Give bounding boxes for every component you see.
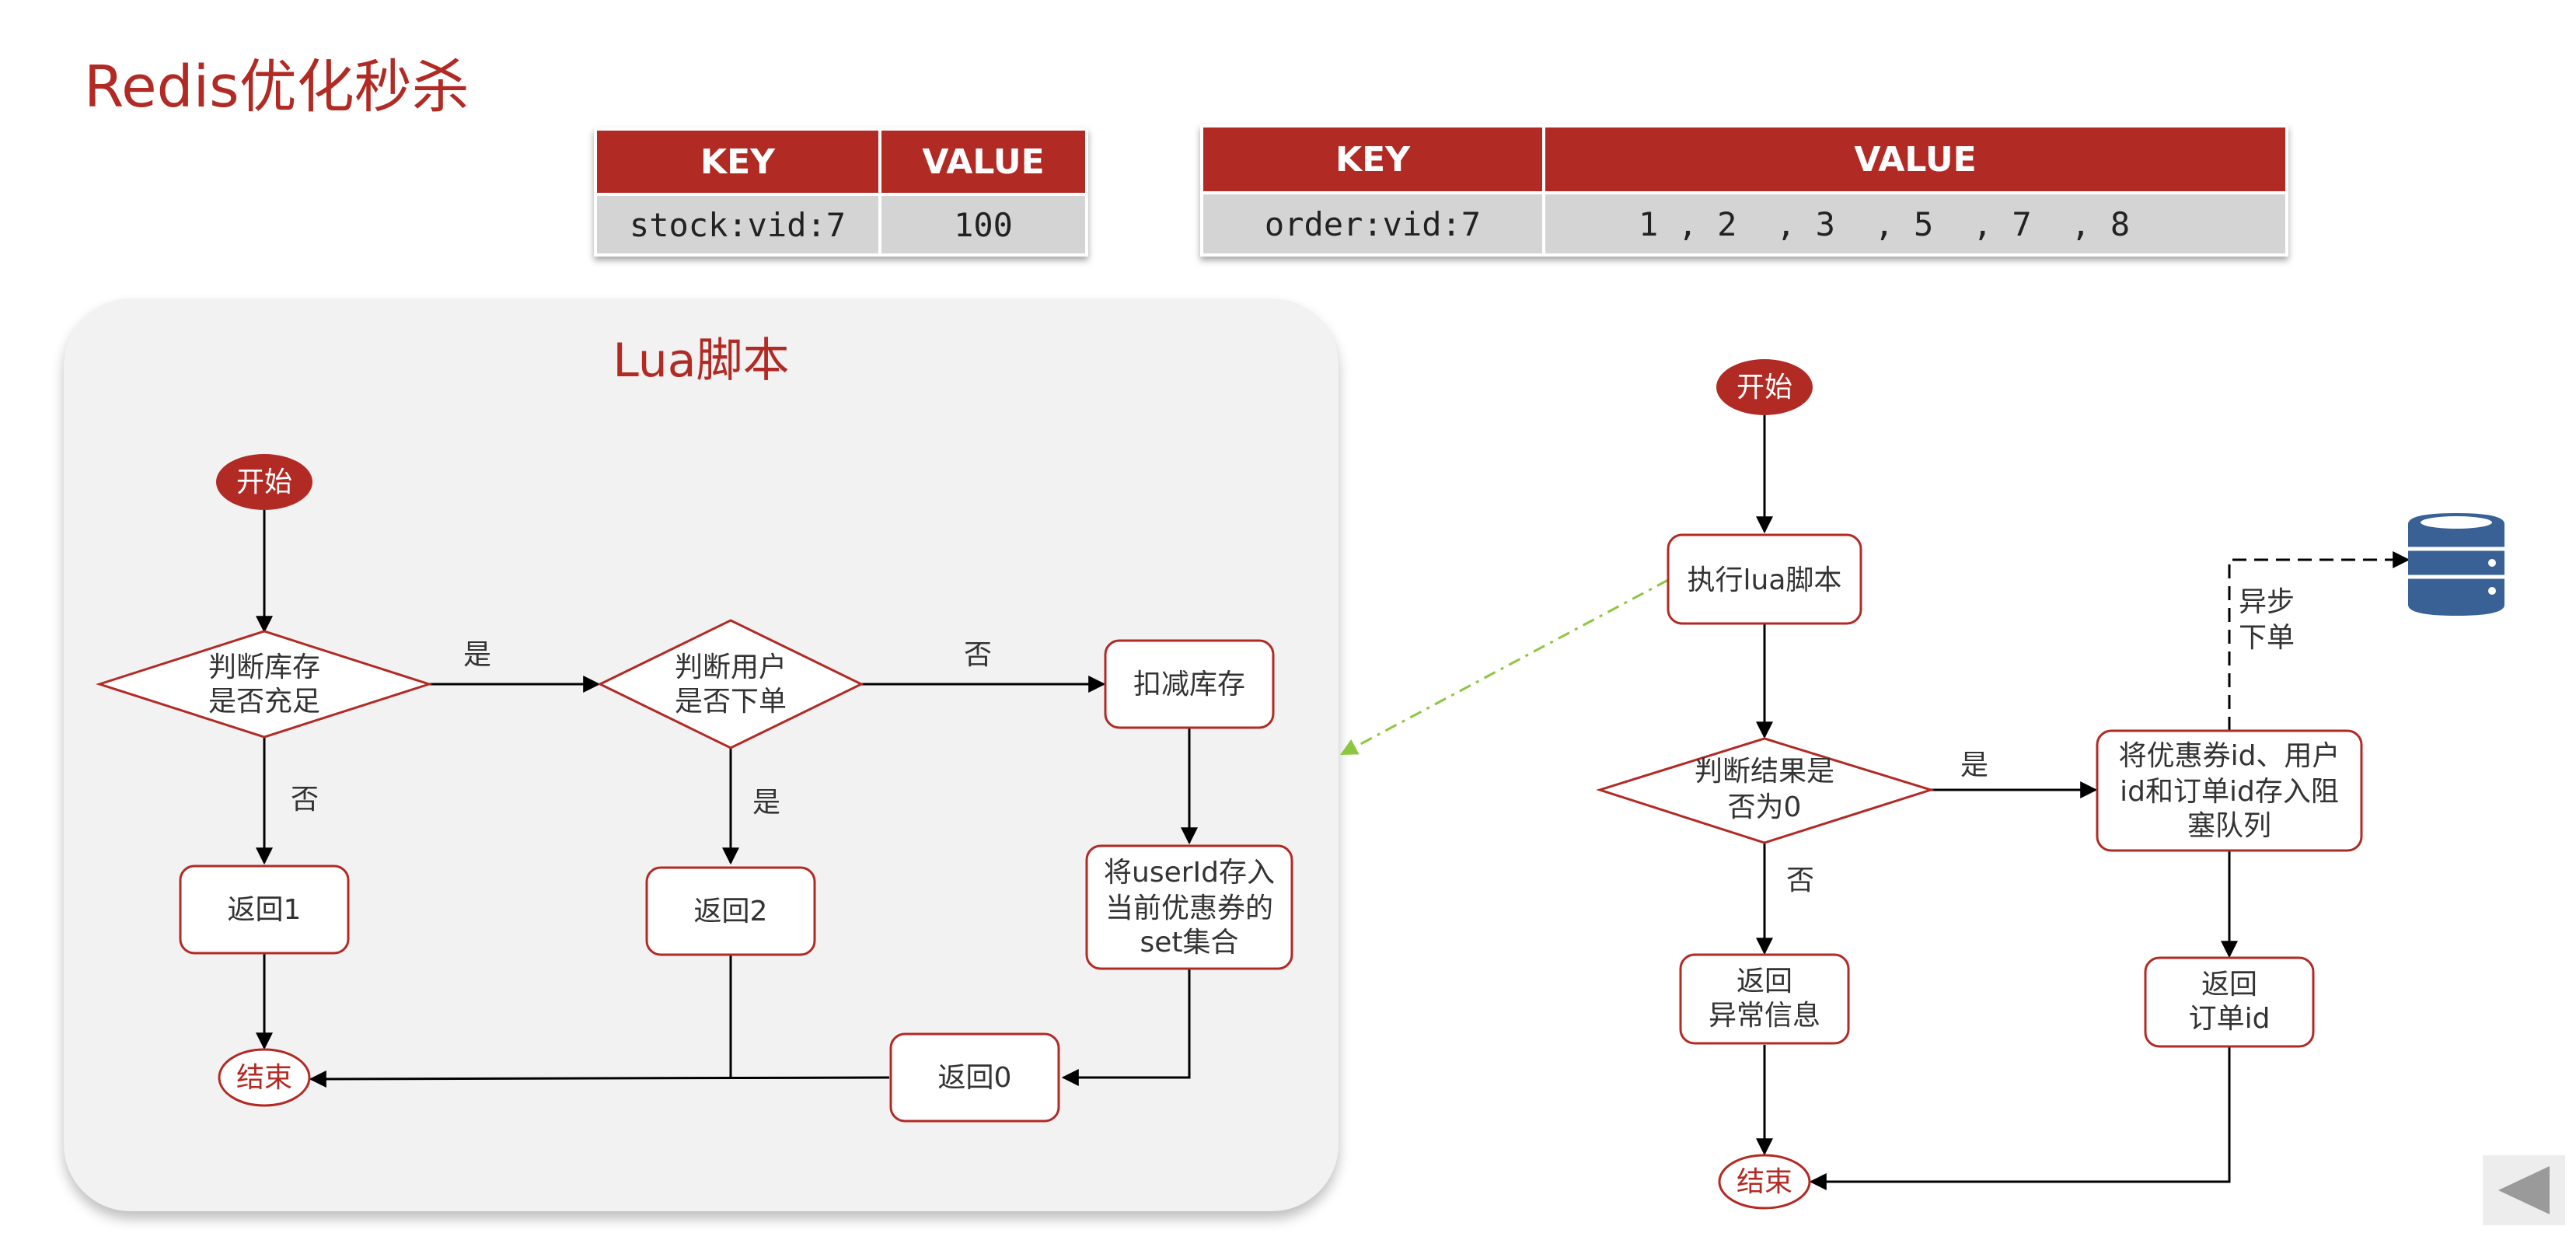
lua-return0-box — [889, 1032, 1060, 1123]
lua-return1-box — [179, 865, 350, 955]
lua-end-label: 结束 — [236, 1062, 292, 1094]
main-check-result-line2: 否为0 — [1728, 791, 1802, 823]
main-enqueue-box — [2096, 729, 2363, 852]
main-return-error-line1: 返回 — [1737, 966, 1792, 997]
lua-start-node — [216, 454, 312, 510]
lua-arrow-return0-to-end — [309, 1070, 890, 1088]
lua-arrow-save-to-return0 — [1061, 969, 1191, 1086]
lua-deduct-label: 扣减库存 — [1133, 669, 1245, 700]
main-check-result-diamond — [1596, 737, 1935, 844]
main-enqueue-line3: 塞队列 — [2187, 810, 2271, 842]
database-icon — [2408, 513, 2504, 616]
main-enqueue-line2: id和订单id存入阻 — [2120, 776, 2339, 808]
lua-save-user-box — [1085, 844, 1293, 970]
order-value-cell: 1 , 2 , 3 , 5 , 7 , 8 — [1542, 191, 2288, 257]
main-label-no: 否 — [1786, 865, 1814, 896]
lua-check-user-diamond — [597, 619, 864, 749]
lua-label-user-yes: 是 — [752, 787, 780, 819]
main-end-label: 结束 — [1737, 1166, 1792, 1198]
lua-start-label: 开始 — [236, 466, 292, 498]
main-start-node — [1716, 359, 1813, 415]
stock-table-row: stock:vid:7 100 — [594, 193, 1088, 257]
lua-check-user-line2: 是否下单 — [675, 686, 787, 718]
order-table-header: KEY VALUE — [1200, 124, 2288, 194]
order-value-header: VALUE — [1542, 124, 2288, 194]
main-return-order-line2: 订单id — [2189, 1003, 2271, 1035]
main-return-error-box — [1679, 953, 1850, 1045]
lua-check-user-line1: 判断用户 — [675, 651, 787, 683]
main-label-async-line1: 异步 — [2239, 586, 2295, 618]
page-title: Redis优化秒杀 — [84, 54, 469, 121]
main-end-node — [1718, 1154, 1811, 1210]
main-exec-lua-box — [1667, 533, 1862, 625]
lua-return0-label: 返回0 — [938, 1062, 1012, 1094]
stock-key-header: KEY — [594, 127, 881, 196]
main-check-result-line1: 判断结果是 — [1695, 756, 1834, 788]
order-table: KEY VALUE order:vid:7 1 , 2 , 3 , 5 , 7 … — [1200, 124, 2288, 257]
order-key-header: KEY — [1200, 124, 1545, 194]
lua-check-stock-line1: 判断库存 — [208, 651, 320, 683]
lua-return2-box — [645, 866, 816, 956]
lua-save-user-line1: 将userId存入 — [1104, 857, 1275, 889]
main-return-error-line2: 异常信息 — [1709, 1000, 1820, 1032]
main-label-yes: 是 — [1960, 749, 1988, 781]
lua-end-node — [218, 1048, 311, 1107]
main-exec-lua-label: 执行lua脚本 — [1688, 564, 1842, 596]
stock-table-header: KEY VALUE — [594, 127, 1088, 196]
lua-save-user-line2: 当前优惠券的 — [1105, 892, 1273, 924]
stock-value-cell: 100 — [878, 193, 1088, 257]
order-key-cell: order:vid:7 — [1200, 191, 1545, 257]
main-start-label: 开始 — [1737, 372, 1792, 403]
previous-slide-icon — [2498, 1166, 2550, 1214]
lua-save-user-line3: set集合 — [1140, 927, 1238, 959]
lua-deduct-box — [1104, 639, 1275, 729]
lua-return1-label: 返回1 — [228, 894, 302, 926]
main-arrow-async-to-db — [2228, 551, 2410, 731]
stock-value-header: VALUE — [878, 127, 1088, 196]
lua-reference-link — [1340, 578, 1669, 756]
lua-check-stock-line2: 是否充足 — [208, 686, 320, 718]
stock-key-cell: stock:vid:7 — [594, 193, 881, 257]
previous-slide-button[interactable] — [2483, 1155, 2565, 1225]
lua-return2-label: 返回2 — [694, 896, 768, 927]
lua-label-stock-no: 否 — [291, 784, 319, 816]
stock-table: KEY VALUE stock:vid:7 100 — [594, 127, 1088, 257]
main-arrow-order-to-end — [1809, 1046, 2231, 1190]
main-return-order-line1: 返回 — [2201, 969, 2257, 1001]
lua-label-stock-yes: 是 — [463, 639, 491, 671]
lua-label-user-no: 否 — [964, 639, 992, 671]
main-label-async-line2: 下单 — [2239, 622, 2295, 654]
lua-panel-title: Lua脚本 — [613, 334, 789, 388]
main-enqueue-line1: 将优惠券id、用户 — [2119, 740, 2340, 772]
lua-check-stock-diamond — [96, 630, 433, 739]
main-return-order-box — [2144, 956, 2315, 1048]
order-table-row: order:vid:7 1 , 2 , 3 , 5 , 7 , 8 — [1200, 191, 2288, 257]
